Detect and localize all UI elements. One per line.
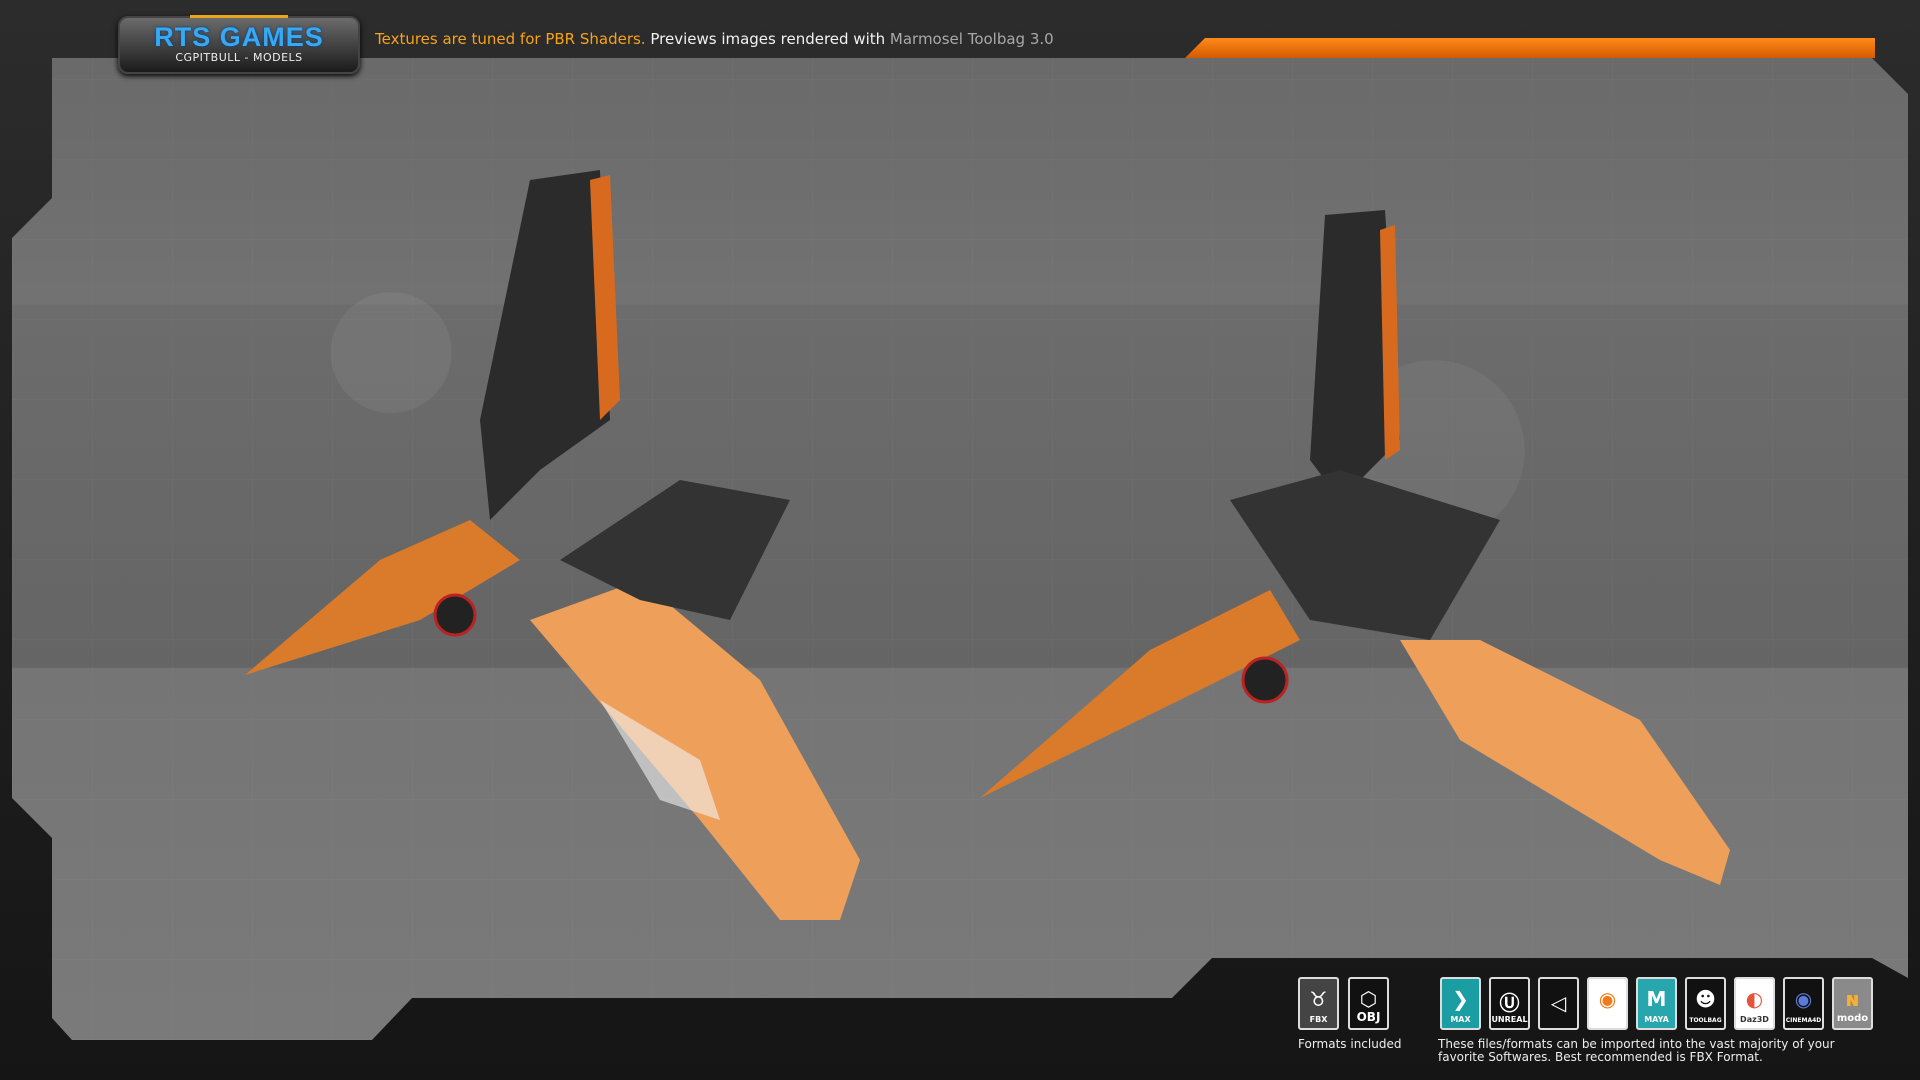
format-label: OBJ xyxy=(1356,1010,1381,1024)
header: RTS GAMES CGPITBULL - MODELS Textures ar… xyxy=(0,0,1920,74)
software-note: These files/formats can be imported into… xyxy=(1438,1037,1835,1064)
software-label: TOOLBAG xyxy=(1689,1017,1722,1024)
3ds-max-icon: ❯MAX xyxy=(1440,977,1481,1030)
ship-left xyxy=(245,170,860,920)
cinema4d-icon: ◉CINEMA4D xyxy=(1783,977,1824,1030)
software-label: modo xyxy=(1836,1013,1869,1024)
accent-bar xyxy=(1185,38,1875,58)
formats-caption: Formats included xyxy=(1298,1037,1402,1051)
logo-subtitle: CGPITBULL - MODELS xyxy=(175,51,303,64)
format-label: FBX xyxy=(1309,1015,1328,1024)
tagline: Textures are tuned for PBR Shaders. Prev… xyxy=(375,30,1054,48)
daz3d-icon: ◐Daz3D xyxy=(1734,977,1775,1030)
obj-file-icon: ⬡OBJ xyxy=(1348,977,1389,1030)
blender-icon: ◉ xyxy=(1587,977,1628,1030)
marmoset-toolbag-icon: ☻TOOLBAG xyxy=(1685,977,1726,1030)
software-label: MAX xyxy=(1450,1015,1471,1024)
tagline-mid: Previews images rendered with xyxy=(645,30,890,48)
fbx-file-icon: ♉FBX xyxy=(1298,977,1339,1030)
software-label: CINEMA4D xyxy=(1785,1017,1822,1024)
logo: RTS GAMES CGPITBULL - MODELS xyxy=(118,15,360,74)
preview-panel xyxy=(12,58,1908,1040)
tagline-highlight: Textures are tuned for PBR Shaders. xyxy=(375,30,646,48)
software-label: MAYA xyxy=(1644,1015,1669,1024)
ship-right xyxy=(980,210,1730,885)
logo-title: RTS GAMES xyxy=(154,22,324,52)
blueprint-background xyxy=(12,58,1908,1040)
unity-icon: ◁ xyxy=(1538,977,1579,1030)
formats-list: ♉FBX ⬡OBJ xyxy=(1298,977,1389,1030)
software-label: UNREAL xyxy=(1491,1015,1528,1024)
tagline-tool: Marmosel Toolbag 3.0 xyxy=(889,30,1054,48)
software-label: Daz3D xyxy=(1740,1015,1769,1024)
